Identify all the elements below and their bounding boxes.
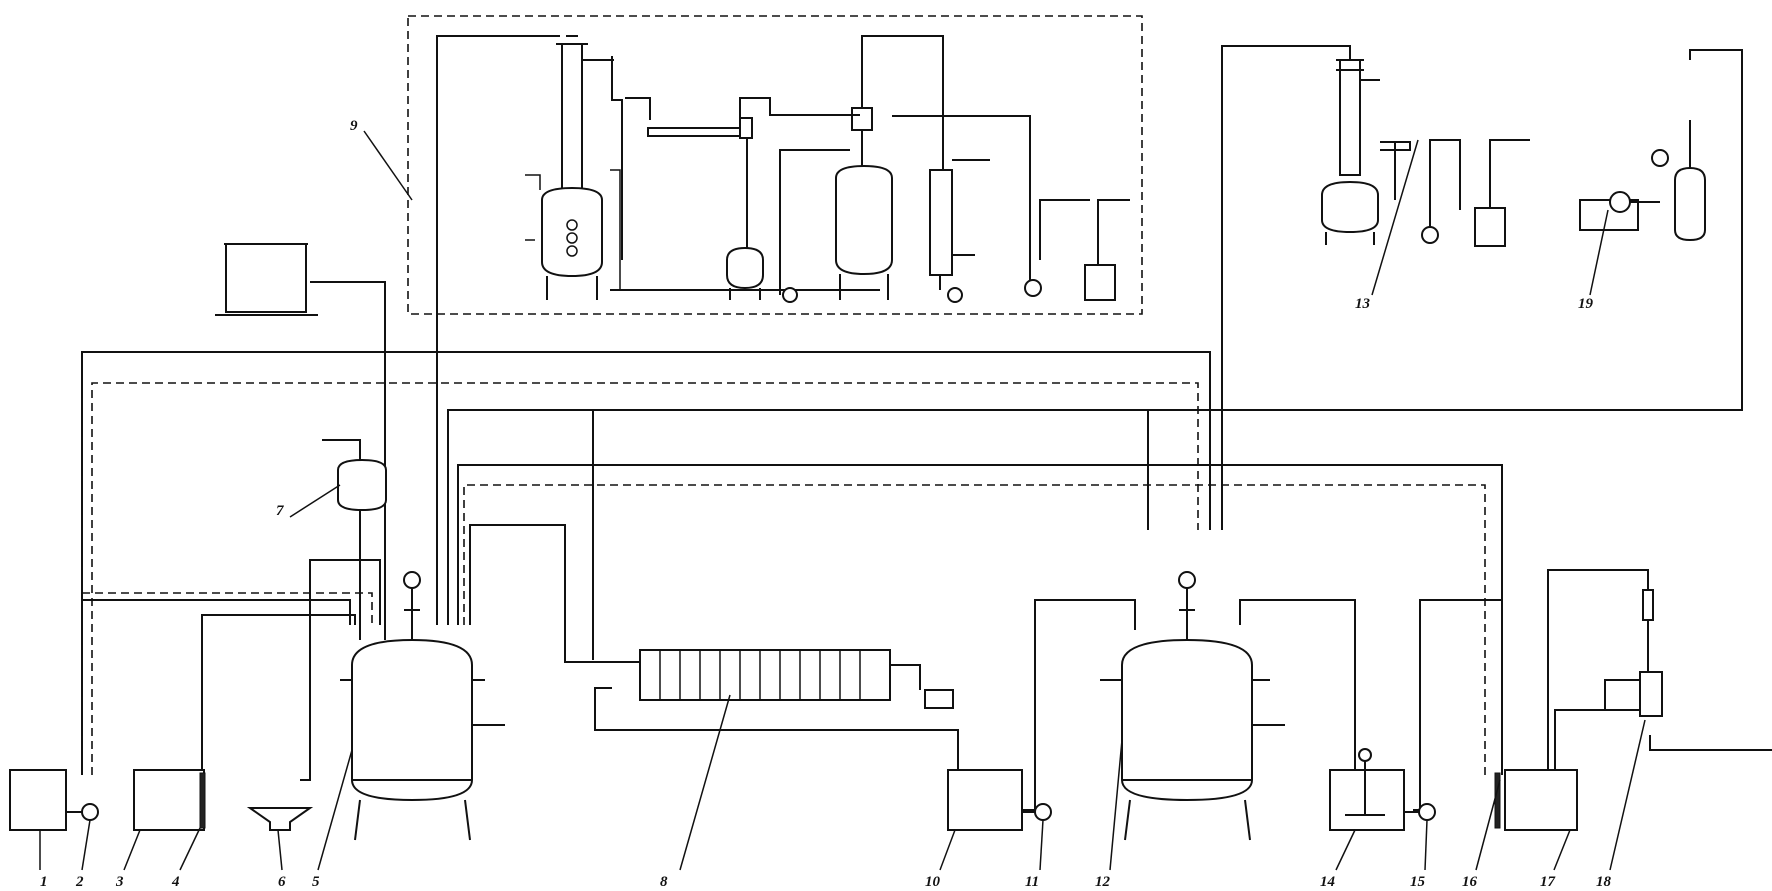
unit-18 [1604,589,1663,717]
funnel-6 [246,807,314,831]
reactor-12 [1100,571,1285,841]
reference-numerals: 1 2 3 4 6 5 8 10 11 12 14 15 16 17 18 7 … [40,118,1612,890]
leader-lines [39,130,1646,871]
filter-press [639,649,954,709]
unit-8-boundary [407,15,1143,315]
label-11: 11 [1025,874,1039,890]
label-19: 19 [1578,296,1594,312]
tank-10 [947,769,1023,831]
label-16: 16 [1462,874,1478,890]
label-13: 13 [1355,296,1371,312]
label-18: 18 [1596,874,1612,890]
label-14: 14 [1320,874,1336,890]
label-2: 2 [75,874,84,890]
label-8-main: 8 [660,874,668,890]
tank-1 [9,769,67,831]
label-10: 10 [925,874,941,890]
tank-17 [1504,769,1578,831]
tanks [9,748,1578,831]
label-3: 3 [115,874,124,890]
dashed-header-lines [82,382,1486,775]
unit-19-equipment [1579,120,1706,242]
unit-8-equipment [525,35,1130,303]
tank-14 [1329,769,1405,831]
label-15: 15 [1410,874,1426,890]
label-12: 12 [1095,874,1111,890]
label-4: 4 [171,874,180,890]
storage-tank-9 [215,243,318,316]
label-17: 17 [1540,874,1556,890]
pumps [66,803,1436,821]
vessel-7 [337,458,387,512]
label-6: 6 [278,874,286,890]
label-7: 7 [276,503,284,519]
reactor-5 [340,571,505,841]
pipe-network [81,35,1772,811]
label-8: 9 [350,118,358,134]
label-1: 1 [40,874,48,890]
unit-13-equipment [1321,59,1530,247]
label-5: 5 [312,874,320,890]
tank-3 [133,769,205,831]
